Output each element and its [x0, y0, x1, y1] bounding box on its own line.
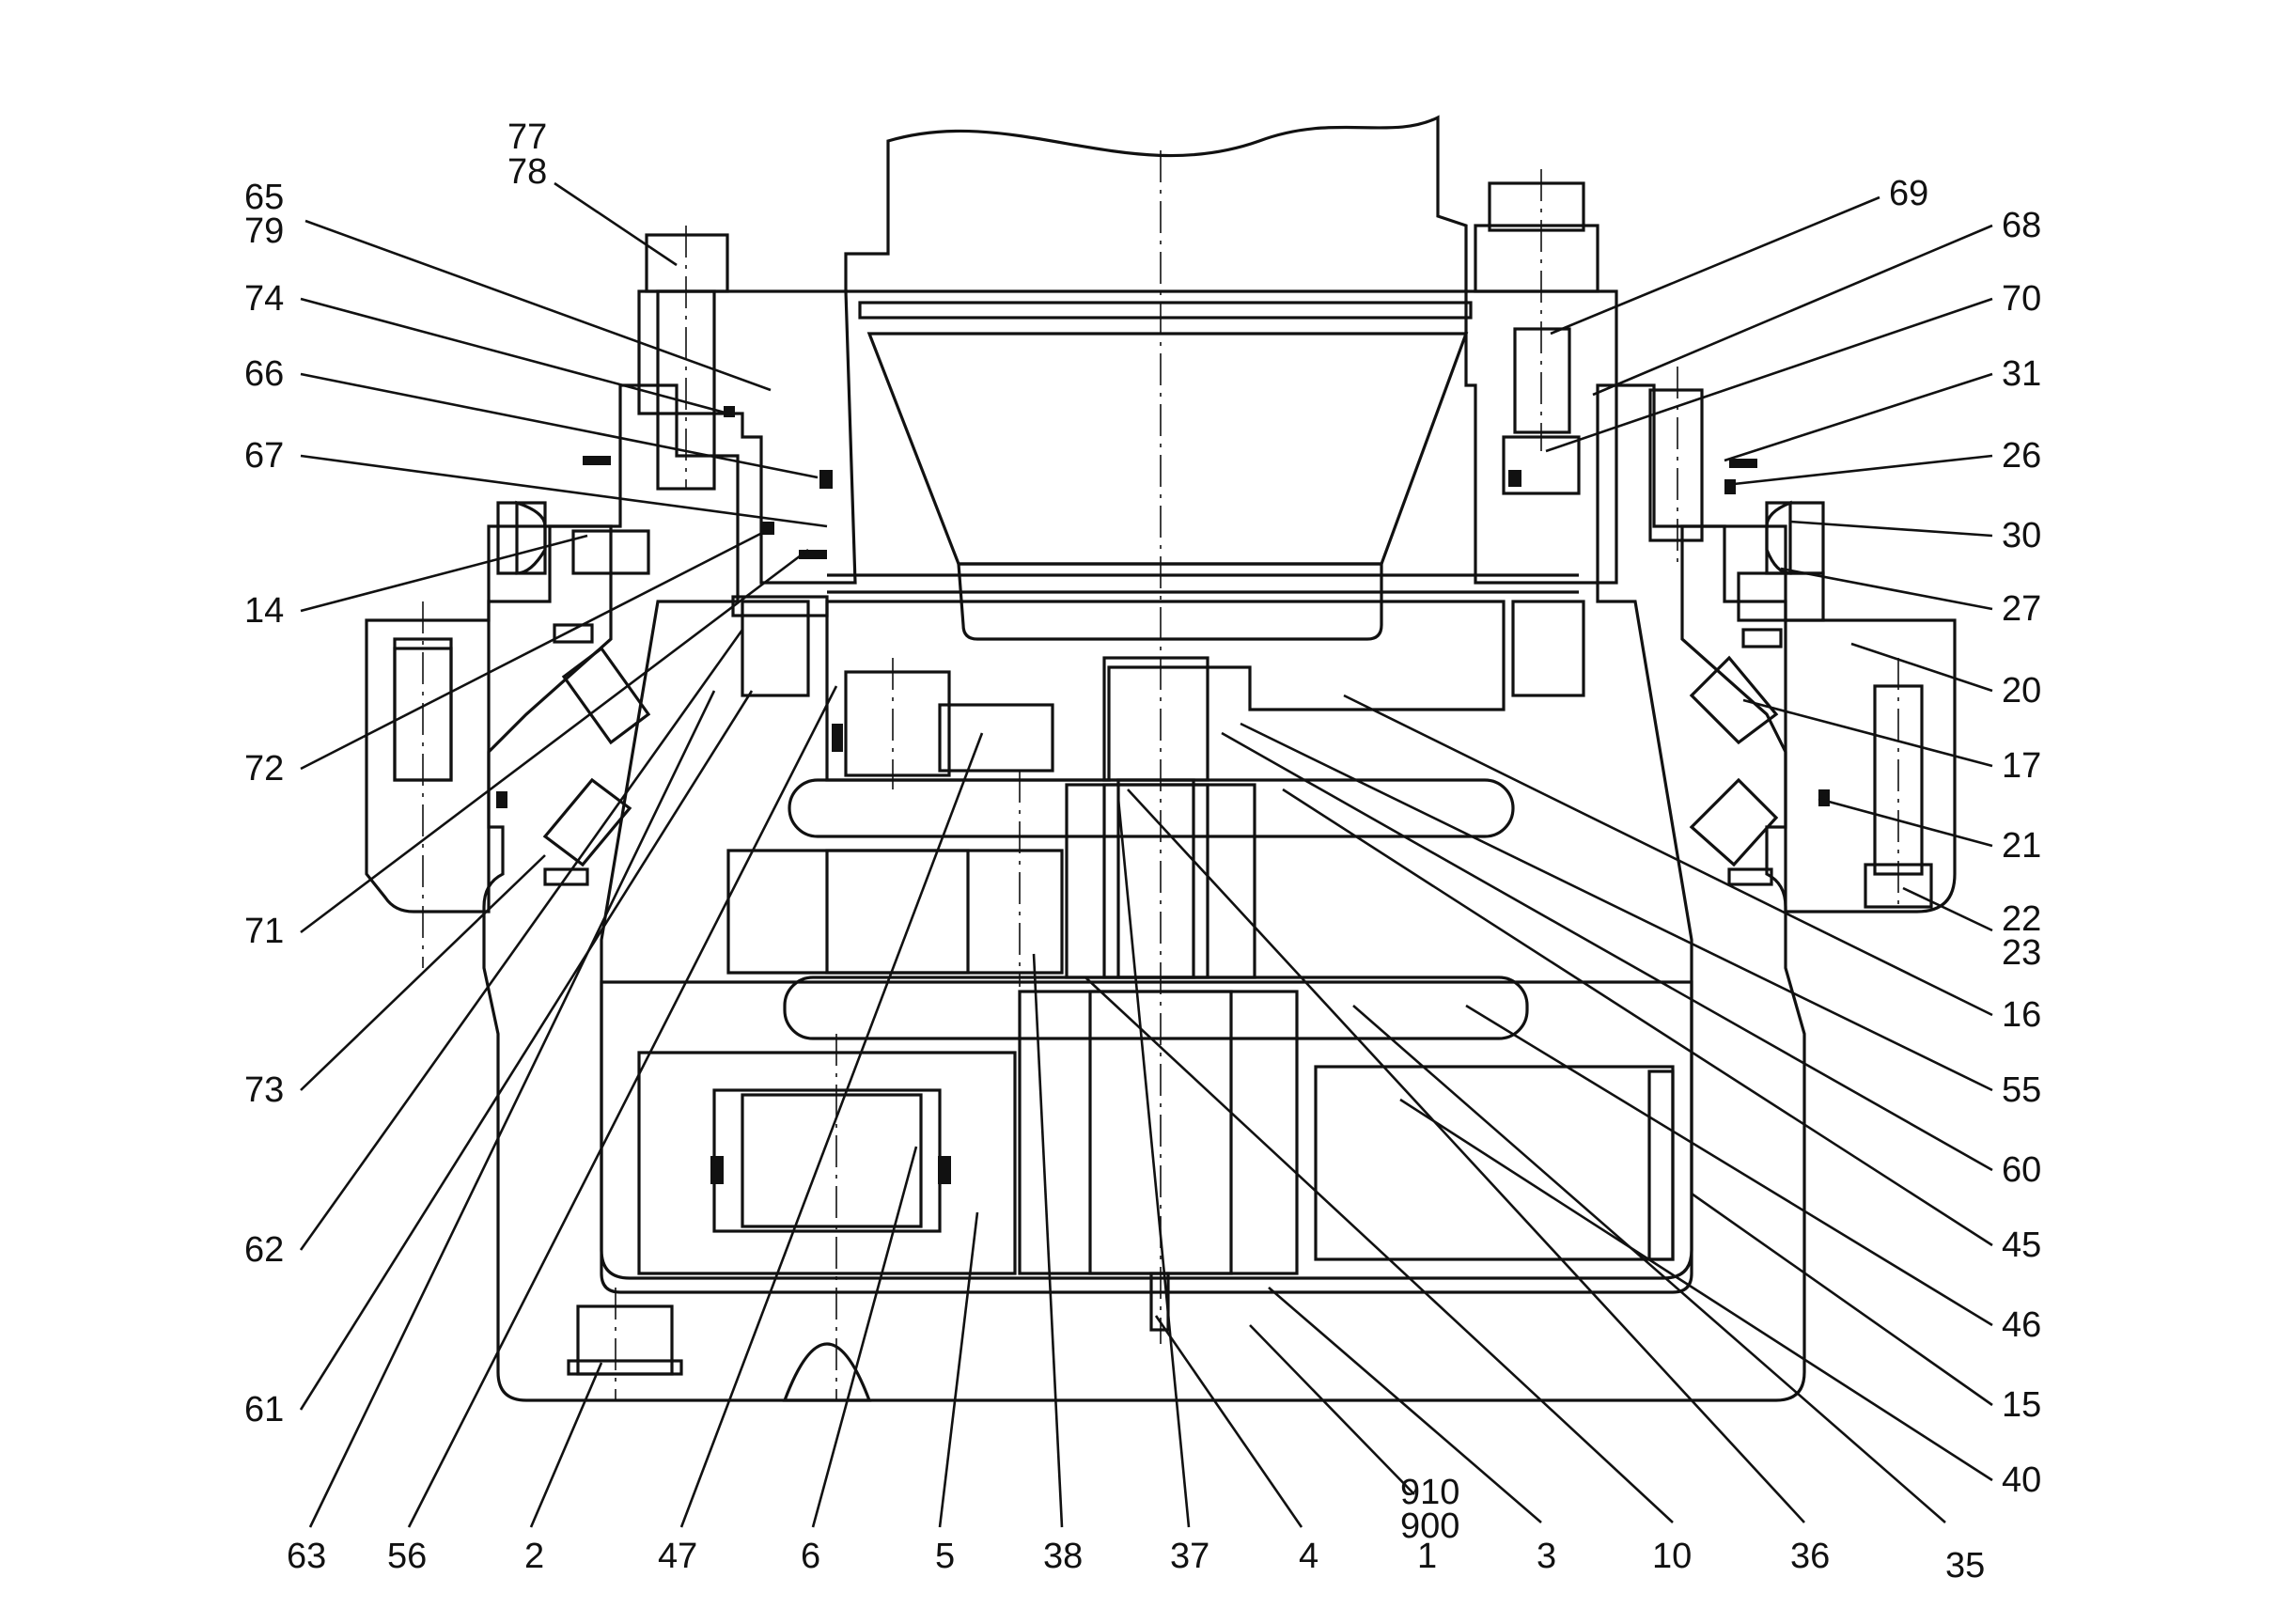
label-6: 6 [801, 1537, 820, 1576]
label-66: 66 [244, 354, 284, 394]
label-73: 73 [244, 1070, 284, 1110]
label-70: 70 [2002, 279, 2041, 319]
label-30: 30 [2002, 516, 2041, 555]
label-35: 35 [1945, 1546, 1985, 1585]
label-67: 67 [244, 436, 284, 476]
motor-cone [827, 332, 1579, 641]
label-37: 37 [1170, 1537, 1209, 1576]
label-65: 65 [244, 178, 284, 217]
label-77: 77 [507, 117, 547, 157]
label-1: 1 [1417, 1537, 1437, 1576]
label-5: 5 [935, 1537, 955, 1576]
brake-discs [731, 595, 1585, 697]
planet-stage [637, 600, 1675, 1332]
label-78: 78 [507, 152, 547, 192]
label-900: 900 [1400, 1507, 1459, 1546]
label-14: 14 [244, 591, 284, 631]
label-69: 69 [1889, 174, 1928, 213]
label-17: 17 [2002, 746, 2041, 786]
label-63: 63 [287, 1537, 326, 1576]
label-55: 55 [2002, 1070, 2041, 1110]
label-68: 68 [2002, 206, 2041, 245]
label-36: 36 [1790, 1537, 1830, 1576]
label-21: 21 [2002, 826, 2041, 866]
label-20: 20 [2002, 671, 2041, 710]
label-47: 47 [658, 1537, 697, 1576]
label-26: 26 [2002, 436, 2041, 476]
label-46: 46 [2002, 1305, 2041, 1345]
label-3: 3 [1537, 1537, 1556, 1576]
center-lines [422, 150, 1899, 1400]
label-2: 2 [524, 1537, 544, 1576]
label-31: 31 [2002, 354, 2041, 394]
label-79: 79 [244, 211, 284, 251]
label-71: 71 [244, 912, 284, 951]
bearings [496, 500, 1825, 886]
label-16: 16 [2002, 995, 2041, 1035]
right-flange [1680, 524, 1957, 914]
motor-housing [637, 115, 1704, 585]
housing [393, 383, 1933, 1402]
label-10: 10 [1652, 1537, 1692, 1576]
label-27: 27 [2002, 589, 2041, 629]
label-45: 45 [2002, 1226, 2041, 1265]
label-62: 62 [244, 1230, 284, 1270]
label-22: 22 [2002, 899, 2041, 939]
label-74: 74 [244, 279, 284, 319]
label-61: 61 [244, 1390, 284, 1429]
label-38: 38 [1043, 1537, 1083, 1576]
label-910: 910 [1400, 1473, 1459, 1512]
label-56: 56 [387, 1537, 427, 1576]
label-23: 23 [2002, 933, 2041, 973]
label-60: 60 [2002, 1150, 2041, 1190]
label-72: 72 [244, 749, 284, 789]
label-40: 40 [2002, 1460, 2041, 1500]
leader-lines [299, 181, 1993, 1528]
label-15: 15 [2002, 1385, 2041, 1425]
label-4: 4 [1299, 1537, 1318, 1576]
callout-labels: 77 78 65 79 74 66 67 14 72 71 73 62 61 6… [244, 117, 2041, 1585]
